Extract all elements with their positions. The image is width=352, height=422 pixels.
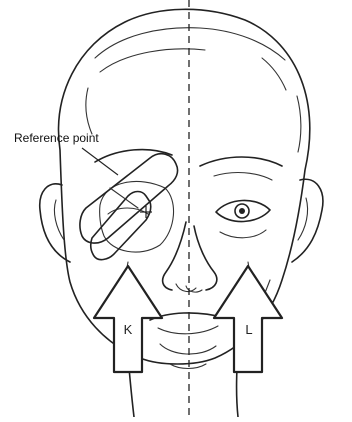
- reference-leader-line: [82, 148, 118, 175]
- bandage: [80, 154, 178, 260]
- right-eye: [216, 200, 270, 237]
- nose: [163, 222, 217, 292]
- right-brow: [200, 157, 282, 166]
- reference-point-label: Reference point: [14, 131, 99, 145]
- arrow-k: K: [94, 266, 162, 372]
- arrow-k-label: K: [124, 322, 133, 337]
- arrow-l: L: [214, 266, 282, 372]
- left-brow: [95, 150, 172, 162]
- mouth: [150, 313, 226, 369]
- arrow-l-label: L: [245, 322, 252, 337]
